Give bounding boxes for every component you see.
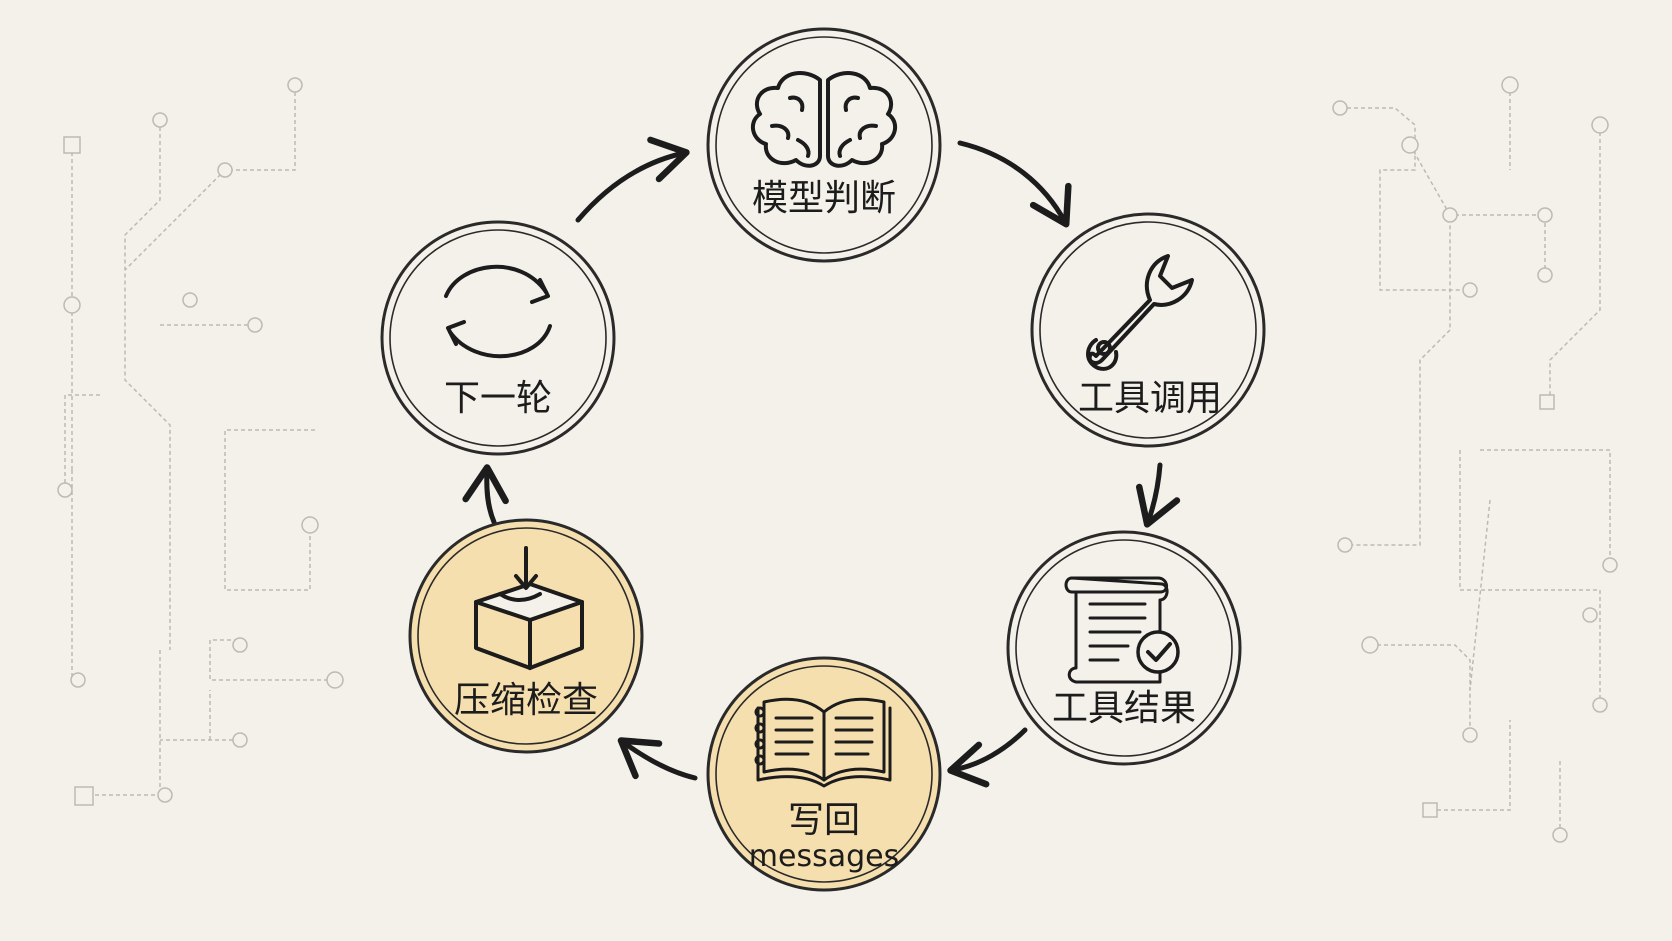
wrench-icon	[1086, 254, 1194, 371]
flow-arrows	[462, 136, 1181, 788]
node-circle-inner	[1039, 221, 1257, 439]
arrow-model-to-tool-call	[957, 140, 1072, 228]
node-circle	[408, 518, 644, 754]
node-circle-inner	[1015, 539, 1233, 757]
arrow-tool-call-to-tool-result	[1136, 462, 1181, 528]
refresh-icon	[444, 265, 552, 359]
node-circle-inner	[715, 665, 933, 883]
node-label: 压缩检查	[454, 680, 598, 721]
node-circle-inner	[417, 527, 635, 745]
arrow-tool-result-to-write-back	[947, 727, 1028, 788]
node-label: 模型判断	[752, 178, 896, 219]
node-circle	[706, 27, 942, 263]
node-compress-check: 压缩检查	[408, 518, 644, 754]
node-tool-result: 工具结果	[1006, 530, 1242, 766]
arrow-next-to-model	[575, 136, 690, 223]
circuit-traces-left	[57, 77, 344, 806]
circuit-traces-right	[1332, 76, 1618, 843]
node-label: 工具结果	[1052, 688, 1196, 729]
node-circle-inner	[715, 36, 933, 254]
box-down-arrow-icon	[474, 546, 584, 670]
node-next-round: 下一轮	[380, 220, 616, 456]
brain-icon	[750, 71, 898, 168]
node-label: 工具调用	[1078, 378, 1222, 419]
node-label: 写回	[788, 800, 860, 841]
node-write-back-messages: 写回 messages	[706, 656, 942, 892]
node-label-secondary: messages	[749, 839, 899, 874]
document-check-icon	[1064, 576, 1180, 684]
arrow-compress-to-next	[462, 464, 509, 525]
node-circle-inner	[389, 229, 607, 447]
open-book-icon	[754, 697, 892, 788]
arrow-write-back-to-compress	[617, 737, 698, 781]
node-label: 下一轮	[444, 378, 552, 419]
node-circle	[1006, 530, 1242, 766]
node-tool-call: 工具调用	[1030, 212, 1266, 448]
node-model-judgement: 模型判断	[706, 27, 942, 263]
node-circle	[1030, 212, 1266, 448]
node-circle	[380, 220, 616, 456]
